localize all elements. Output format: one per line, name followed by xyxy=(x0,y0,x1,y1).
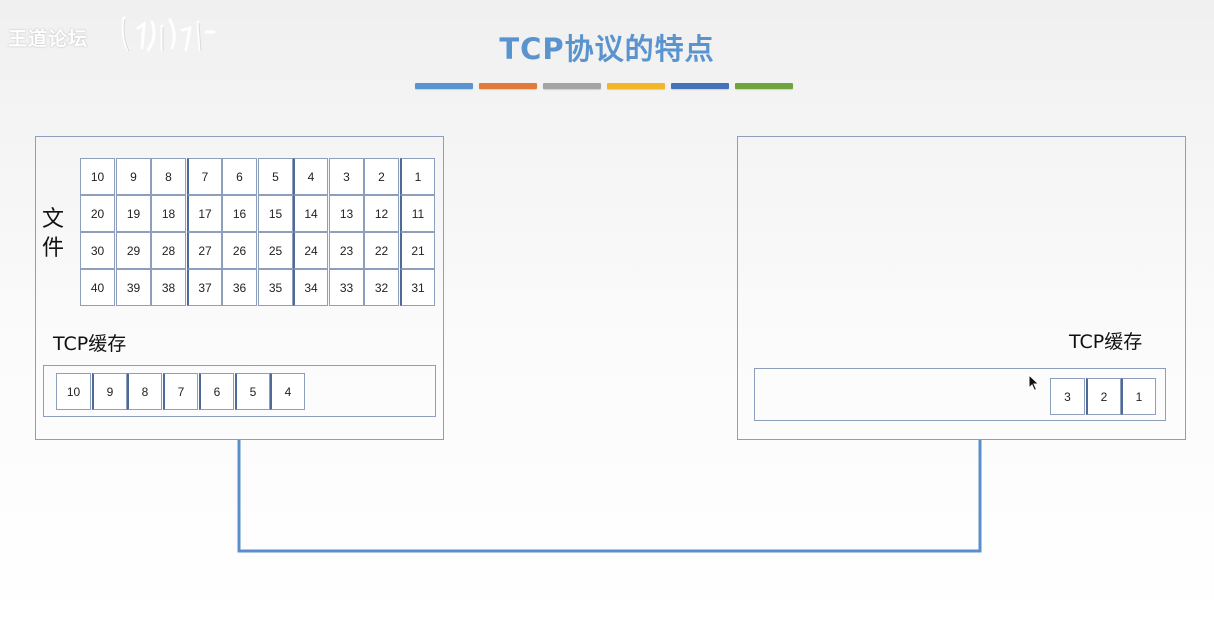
sender-tcp-buffer xyxy=(43,365,436,417)
file-byte-cell: 33 xyxy=(329,269,364,306)
mouse-cursor-icon xyxy=(1028,374,1040,392)
title-color-bar xyxy=(671,83,729,89)
title-color-bars xyxy=(415,83,793,89)
file-byte-cell: 25 xyxy=(258,232,293,269)
file-byte-cell: 32 xyxy=(364,269,399,306)
title-color-bar xyxy=(543,83,601,89)
file-byte-cell: 4 xyxy=(293,158,328,195)
file-byte-cell: 31 xyxy=(400,269,435,306)
file-byte-cell: 30 xyxy=(80,232,115,269)
sender-host-box xyxy=(35,136,444,440)
file-byte-cell: 23 xyxy=(329,232,364,269)
file-byte-cell: 6 xyxy=(222,158,257,195)
sender-buffer-cell: 4 xyxy=(270,373,305,410)
file-byte-cell: 13 xyxy=(329,195,364,232)
file-byte-cell: 24 xyxy=(293,232,328,269)
file-byte-cell: 11 xyxy=(400,195,435,232)
receiver-buffer-cell: 3 xyxy=(1050,378,1085,415)
file-byte-cell: 35 xyxy=(258,269,293,306)
sender-buffer-cell: 8 xyxy=(127,373,162,410)
file-byte-cell: 12 xyxy=(364,195,399,232)
receiver-cache-label: TCP缓存 xyxy=(1069,331,1143,353)
receiver-host-box xyxy=(737,136,1186,440)
file-byte-cell: 40 xyxy=(80,269,115,306)
sender-buffer-cell: 9 xyxy=(92,373,127,410)
file-byte-cell: 9 xyxy=(116,158,151,195)
file-byte-cell: 20 xyxy=(80,195,115,232)
file-byte-cell: 1 xyxy=(400,158,435,195)
file-byte-cell: 39 xyxy=(116,269,151,306)
file-byte-cell: 37 xyxy=(187,269,222,306)
title-color-bar xyxy=(735,83,793,89)
watermark-logo-text: 王道论坛 xyxy=(8,28,89,50)
watermark-calligraphy-art xyxy=(121,16,216,52)
file-byte-cell: 36 xyxy=(222,269,257,306)
file-byte-cell: 7 xyxy=(187,158,222,195)
title-color-bar xyxy=(479,83,537,89)
receiver-buffer-cell: 2 xyxy=(1086,378,1121,415)
title-color-bar xyxy=(607,83,665,89)
sender-buffer-cell: 10 xyxy=(56,373,91,410)
receiver-buffer-cell: 1 xyxy=(1121,378,1156,415)
file-byte-cell: 26 xyxy=(222,232,257,269)
file-byte-cell: 18 xyxy=(151,195,186,232)
receiver-tcp-buffer xyxy=(754,368,1166,421)
sender-buffer-cell: 5 xyxy=(235,373,270,410)
file-byte-cell: 27 xyxy=(187,232,222,269)
file-byte-cell: 29 xyxy=(116,232,151,269)
sender-cache-label: TCP缓存 xyxy=(53,333,127,355)
file-byte-cell: 38 xyxy=(151,269,186,306)
file-label: 文件 xyxy=(42,207,65,261)
file-byte-cell: 16 xyxy=(222,195,257,232)
file-byte-cell: 3 xyxy=(329,158,364,195)
sender-buffer-cell: 6 xyxy=(199,373,234,410)
link-line xyxy=(237,440,982,553)
file-byte-cell: 2 xyxy=(364,158,399,195)
file-byte-cell: 10 xyxy=(80,158,115,195)
file-byte-cell: 34 xyxy=(293,269,328,306)
file-byte-cell: 21 xyxy=(400,232,435,269)
page-title: TCP协议的特点 xyxy=(499,32,715,66)
title-color-bar xyxy=(415,83,473,89)
file-byte-cell: 15 xyxy=(258,195,293,232)
file-byte-cell: 14 xyxy=(293,195,328,232)
file-byte-cell: 28 xyxy=(151,232,186,269)
file-byte-cell: 5 xyxy=(258,158,293,195)
file-byte-cell: 22 xyxy=(364,232,399,269)
file-byte-cell: 17 xyxy=(187,195,222,232)
sender-buffer-cell: 7 xyxy=(163,373,198,410)
file-byte-cell: 19 xyxy=(116,195,151,232)
file-byte-cell: 8 xyxy=(151,158,186,195)
